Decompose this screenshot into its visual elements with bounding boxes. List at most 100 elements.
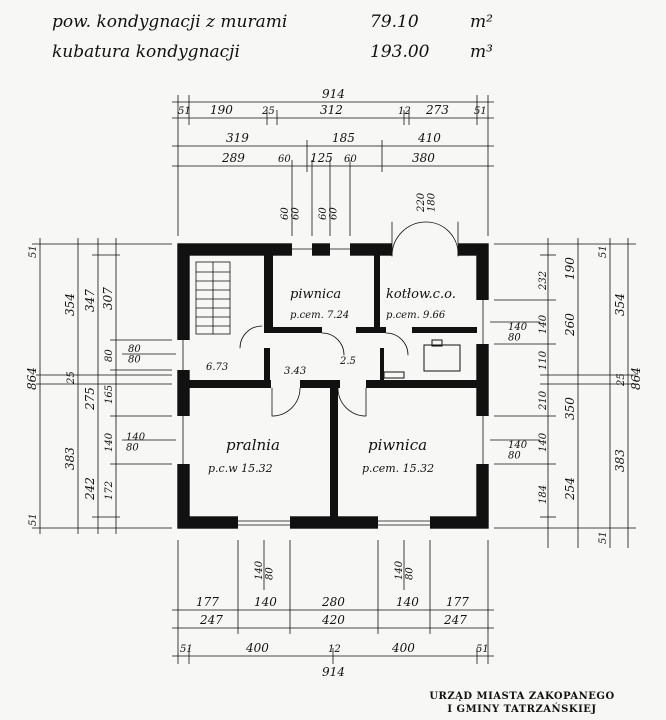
dim-top-r1: 51	[178, 106, 191, 117]
municipal-stamp: URZĄD MIASTA ZAKOPANEGO I GMINY TATRZAŃS…	[422, 690, 622, 716]
header-label: pow. kondygnacji z murami	[52, 12, 288, 32]
dim-left-outer: 354	[63, 293, 77, 316]
dim-top-overall: 914	[322, 87, 345, 101]
dim-top-r2: 410	[417, 131, 441, 145]
top-window-2	[330, 242, 350, 257]
stamp-line-2: I GMINY TATRZAŃSKIEJ	[447, 704, 597, 715]
dim-top-opening: 6060	[318, 207, 340, 220]
dim-top-opening: 220180	[416, 192, 438, 213]
dim-top-opening: 6060	[280, 207, 302, 220]
left-window-1	[176, 340, 191, 370]
interior-wall	[366, 380, 477, 388]
header-unit: m³	[470, 42, 493, 62]
dim-right-inner: 51	[598, 245, 609, 258]
room-name-piwnica-small: piwnica	[290, 287, 341, 302]
interior-wall	[189, 380, 271, 388]
dim-right-inner: 210	[538, 390, 549, 411]
dim-right-mid: 190	[563, 257, 577, 280]
staircase-icon	[195, 261, 231, 335]
dim-left-inner: 51	[28, 245, 39, 258]
dim-bottom-window: 14080	[254, 560, 276, 580]
dim-left-outer: 25	[66, 371, 77, 385]
hall-area2-label: 3.43	[284, 366, 306, 377]
dim-right-overall: 864	[629, 367, 643, 390]
door-swing-icon	[391, 221, 427, 257]
door-swing-icon	[385, 332, 409, 356]
dim-top-r1: 312	[320, 103, 343, 117]
room-info-piwnica-large: p.cem. 15.32	[362, 462, 434, 475]
dim-right-mid: 254	[563, 477, 577, 501]
header-row-area: pow. kondygnacji z murami	[52, 12, 287, 32]
dim-left-inner: 51	[28, 513, 39, 526]
dim-right-inner: 184	[538, 485, 549, 504]
interior-wall	[412, 327, 477, 333]
header-value-area: 79.10	[370, 12, 419, 32]
dim-top-r3: 60	[344, 154, 357, 165]
dim-left-mid: 275	[83, 387, 97, 411]
dim-left-inner: 307	[101, 287, 115, 310]
header-unit-area: m²	[470, 12, 493, 32]
interior-wall	[374, 255, 380, 333]
dim-bottom-r3: 51	[476, 644, 489, 655]
header-value-volume: 193.00	[370, 42, 429, 62]
dim-bottom-r1: 280	[321, 595, 345, 609]
room-info-pralnia: p.c.w 15.32	[208, 462, 273, 475]
dim-right-outer: 354	[613, 293, 627, 316]
header-value: 193.00	[370, 42, 430, 62]
dim-bottom-overall: 914	[322, 665, 345, 679]
stamp-line-1: URZĄD MIASTA ZAKOPANEGO	[429, 691, 615, 702]
interior-wall	[300, 380, 340, 388]
room-info-piwnica-small: p.cem. 7.24	[290, 310, 349, 321]
right-window-2	[475, 416, 490, 464]
interior-wall	[264, 255, 273, 327]
dimension-lines	[32, 95, 636, 664]
dim-right-outer: 383	[613, 449, 627, 472]
dim-bottom-r2: 247	[443, 613, 467, 627]
dim-right-mid: 260	[563, 313, 577, 337]
dim-right-inner: 110	[538, 350, 549, 370]
room-info-kotlownia: p.cem. 9.66	[386, 310, 446, 321]
hall-dim-label: 2.5	[339, 356, 356, 367]
dim-top-r3: 60	[278, 154, 291, 165]
dim-top-r1: 51	[474, 106, 487, 117]
dim-bottom-r2: 420	[321, 613, 345, 627]
dim-bottom-r1: 140	[254, 595, 277, 609]
dim-right-inner: 232	[538, 271, 549, 291]
interior-wall	[330, 388, 338, 517]
dim-left-mid: 242	[83, 477, 97, 501]
boiler-icon	[423, 344, 461, 372]
dim-top-r1: 12	[398, 106, 411, 117]
header-unit: m²	[470, 12, 493, 32]
top-window-1	[292, 242, 312, 257]
dim-top-r3: 125	[310, 151, 333, 165]
dim-left-mid: 347	[83, 289, 97, 312]
dim-top-r1: 190	[210, 103, 233, 117]
dim-right-outer: 25	[616, 373, 627, 387]
room-name-piwnica-large: piwnica	[368, 436, 427, 454]
dim-bottom-r3: 51	[180, 644, 193, 655]
dim-bottom-r2: 247	[199, 613, 223, 627]
dim-left-outer: 383	[63, 447, 77, 470]
dim-right-inner: 140	[538, 314, 549, 334]
dim-right-inner: 140	[538, 432, 549, 452]
door-swing-icon	[271, 387, 301, 417]
interior-wall	[356, 327, 386, 333]
door-swing-icon	[337, 387, 367, 417]
right-window-1	[475, 300, 490, 344]
dimension-labels: 914 51 190 25 312 12 273 51 319 185 410 …	[25, 87, 643, 679]
dim-top-r1: 273	[425, 103, 449, 117]
dim-right-inner: 51	[598, 531, 609, 544]
header-unit-volume: m³	[470, 42, 493, 62]
top-door-boiler	[392, 242, 458, 257]
interior-wall	[264, 348, 270, 380]
dim-left-overall: 864	[25, 367, 39, 390]
dim-top-r3: 380	[412, 151, 435, 165]
bottom-window-2	[378, 516, 430, 530]
dim-right-mid: 350	[563, 397, 577, 420]
dim-top-r3: 289	[221, 151, 245, 165]
